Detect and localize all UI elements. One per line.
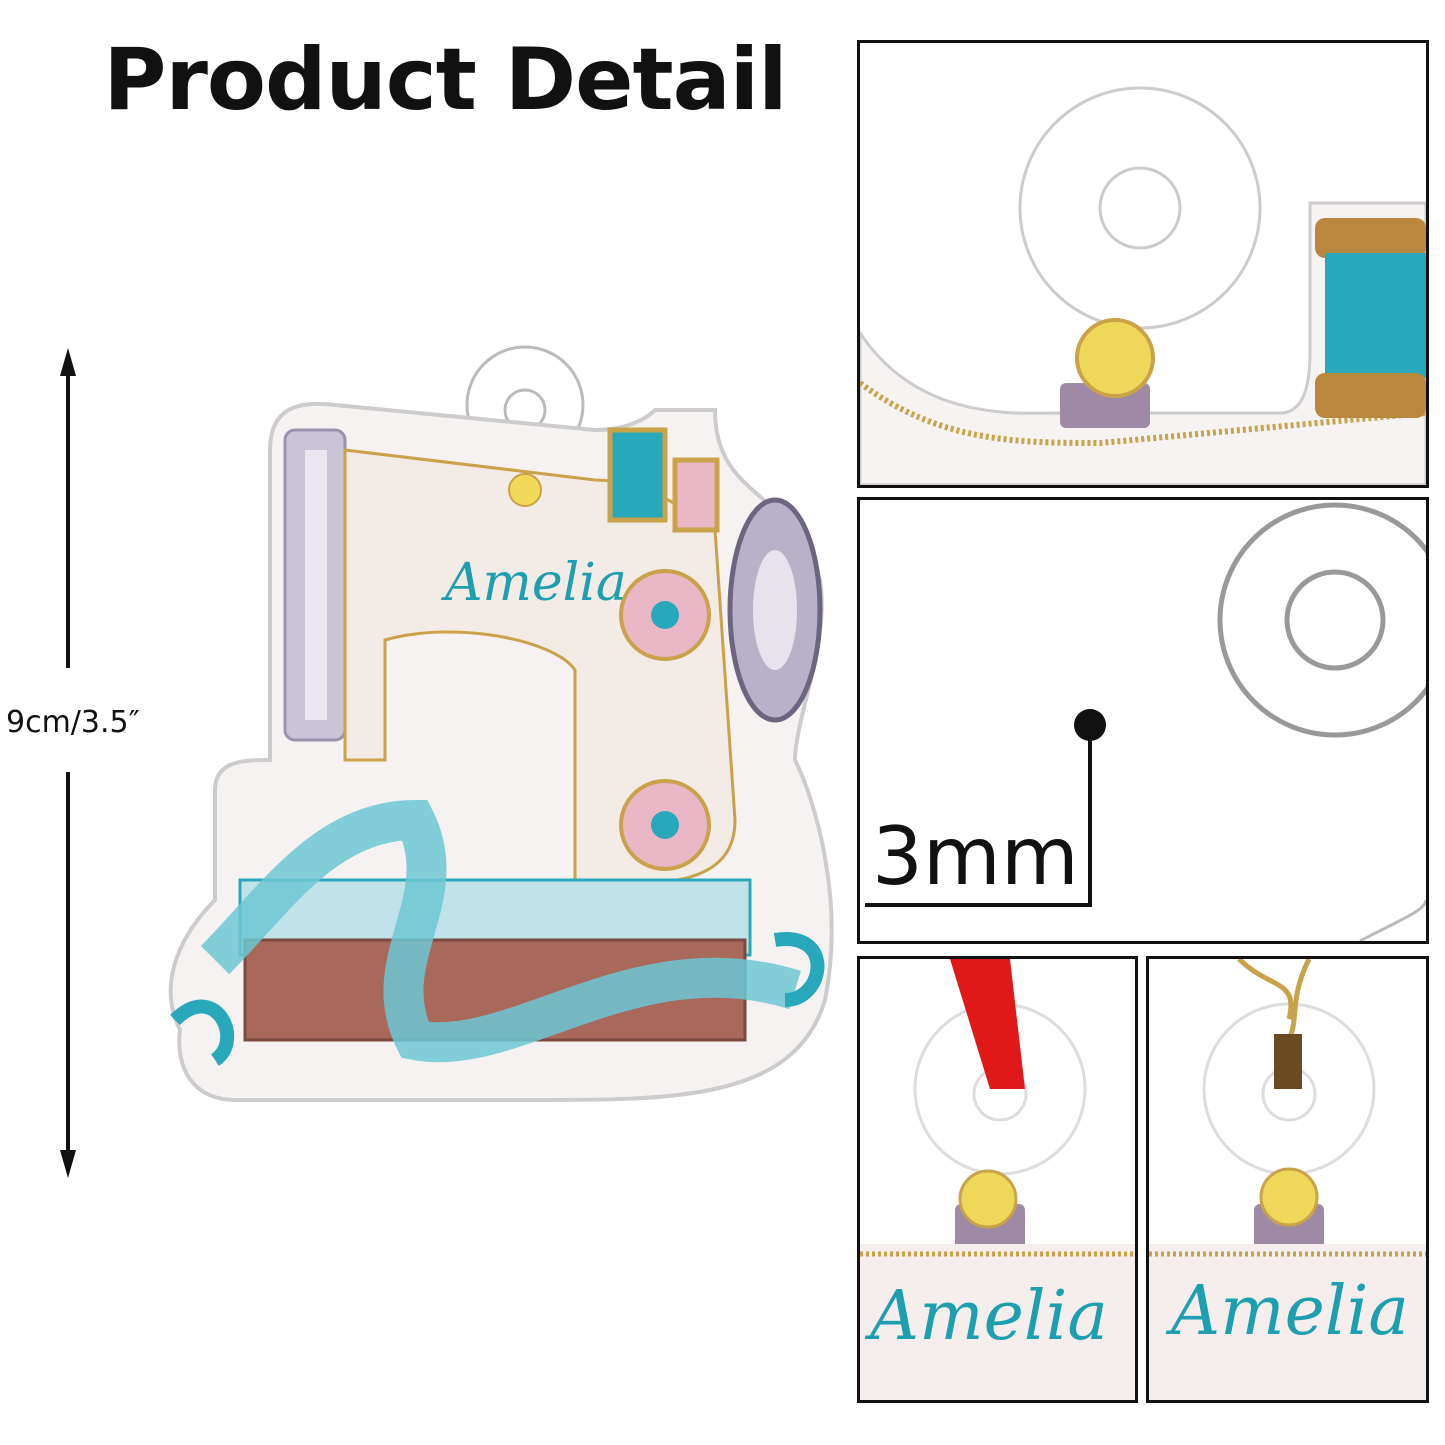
detail-panel-red-ribbon: Amelia bbox=[857, 956, 1138, 1403]
thickness-closeup-image bbox=[865, 502, 1426, 941]
gold-string-closeup-image: Amelia bbox=[1149, 959, 1426, 1400]
ornament-name: Amelia bbox=[441, 553, 627, 613]
string-panel-name: Amelia bbox=[1165, 1272, 1409, 1351]
height-dimension-arrow bbox=[60, 348, 76, 1178]
page-title: Product Detail bbox=[103, 30, 787, 130]
detail-panel-thickness bbox=[857, 497, 1429, 944]
hole-closeup-image bbox=[860, 86, 1426, 485]
sewing-machine-ornament: Amelia bbox=[168, 345, 834, 1102]
dimension-label: 9cm/3.5″ bbox=[6, 705, 140, 740]
thickness-label: 3mm bbox=[872, 810, 1079, 903]
detail-panel-hole bbox=[857, 40, 1429, 488]
detail-panel-gold-string: Amelia bbox=[1146, 956, 1429, 1403]
red-ribbon-closeup-image: Amelia bbox=[860, 959, 1135, 1400]
ribbon-panel-name: Amelia bbox=[864, 1277, 1108, 1356]
